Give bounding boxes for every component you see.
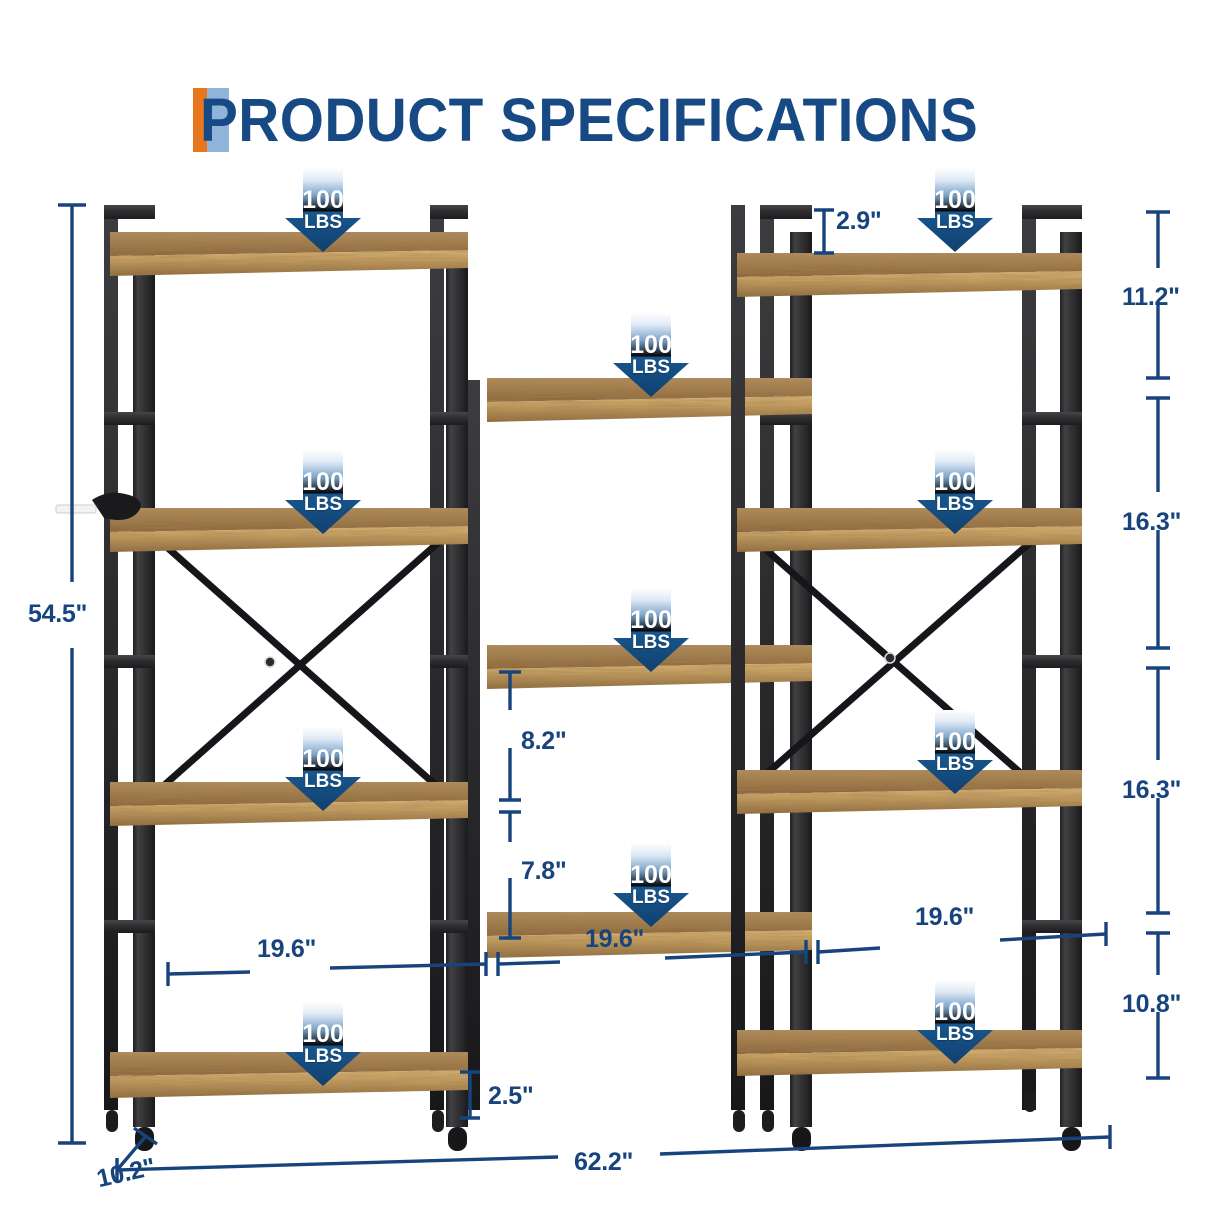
title-accent-orange-bar	[193, 88, 207, 152]
load-unit: LBS	[304, 771, 342, 792]
load-unit: LBS	[632, 632, 670, 653]
left-shelf-1	[110, 232, 468, 276]
page-title: PRODUCT SPECIFICATIONS	[200, 86, 979, 154]
down-arrow-icon	[917, 450, 993, 534]
anti-tip-strap	[55, 492, 141, 520]
load-value: 100	[302, 745, 344, 773]
title-accent-blue-bar	[207, 88, 229, 152]
dim-shelf-width-center: 19.6"	[585, 925, 645, 953]
down-arrow-icon	[613, 843, 689, 927]
load-value: 100	[302, 1020, 344, 1048]
dim-right-top-gap: 2.9"	[836, 207, 882, 235]
down-arrow-icon	[285, 168, 361, 252]
dim-shelf-width-left: 19.6"	[257, 935, 317, 963]
dim-overall-width: 62.2"	[574, 1148, 634, 1176]
dim-right-tier-4: 10.8"	[1122, 990, 1182, 1018]
load-value: 100	[630, 861, 672, 889]
load-value: 100	[302, 468, 344, 496]
load-unit: LBS	[632, 887, 670, 908]
load-unit: LBS	[936, 1024, 974, 1045]
left-x-brace	[148, 530, 452, 800]
dim-overall-height: 54.5"	[28, 600, 88, 628]
load-value: 100	[934, 998, 976, 1026]
down-arrow-icon	[285, 727, 361, 811]
right-shelf-4	[737, 1030, 1082, 1076]
right-shelf-2	[737, 508, 1082, 552]
down-arrow-icon	[917, 168, 993, 252]
load-unit: LBS	[936, 212, 974, 233]
load-unit: LBS	[936, 754, 974, 775]
load-value: 100	[934, 186, 976, 214]
dim-foot-height: 2.5"	[488, 1082, 534, 1110]
dim-center-gap-upper: 8.2"	[521, 727, 567, 755]
down-arrow-icon	[917, 980, 993, 1064]
load-value: 100	[934, 468, 976, 496]
load-unit: LBS	[304, 494, 342, 515]
dim-right-tier-3: 16.3"	[1122, 776, 1182, 804]
right-shelf-3	[737, 770, 1082, 814]
dim-center-gap-lower: 7.8"	[521, 857, 567, 885]
left-shelf-4	[110, 1052, 468, 1098]
right-tower	[731, 205, 1082, 1151]
load-value: 100	[934, 728, 976, 756]
dim-right-tier-1: 11.2"	[1122, 283, 1180, 311]
load-value: 100	[630, 606, 672, 634]
down-arrow-icon	[917, 710, 993, 794]
load-unit: LBS	[632, 357, 670, 378]
left-shelf-2	[110, 508, 468, 552]
right-shelf-1	[737, 253, 1082, 297]
load-value: 100	[302, 186, 344, 214]
load-unit: LBS	[304, 1046, 342, 1067]
left-tower	[55, 205, 468, 1151]
page-header: PRODUCT SPECIFICATIONS	[0, 40, 1214, 154]
center-tower	[468, 205, 812, 1151]
down-arrow-icon	[613, 588, 689, 672]
dim-right-tier-2: 16.3"	[1122, 508, 1182, 536]
load-unit: LBS	[936, 494, 974, 515]
load-unit: LBS	[304, 212, 342, 233]
left-shelf-3	[110, 782, 468, 826]
down-arrow-icon	[285, 450, 361, 534]
down-arrow-icon	[613, 313, 689, 397]
dim-shelf-width-right: 19.6"	[915, 903, 975, 931]
load-value: 100	[630, 331, 672, 359]
down-arrow-icon	[285, 1002, 361, 1086]
dimension-lines	[58, 203, 1170, 1182]
